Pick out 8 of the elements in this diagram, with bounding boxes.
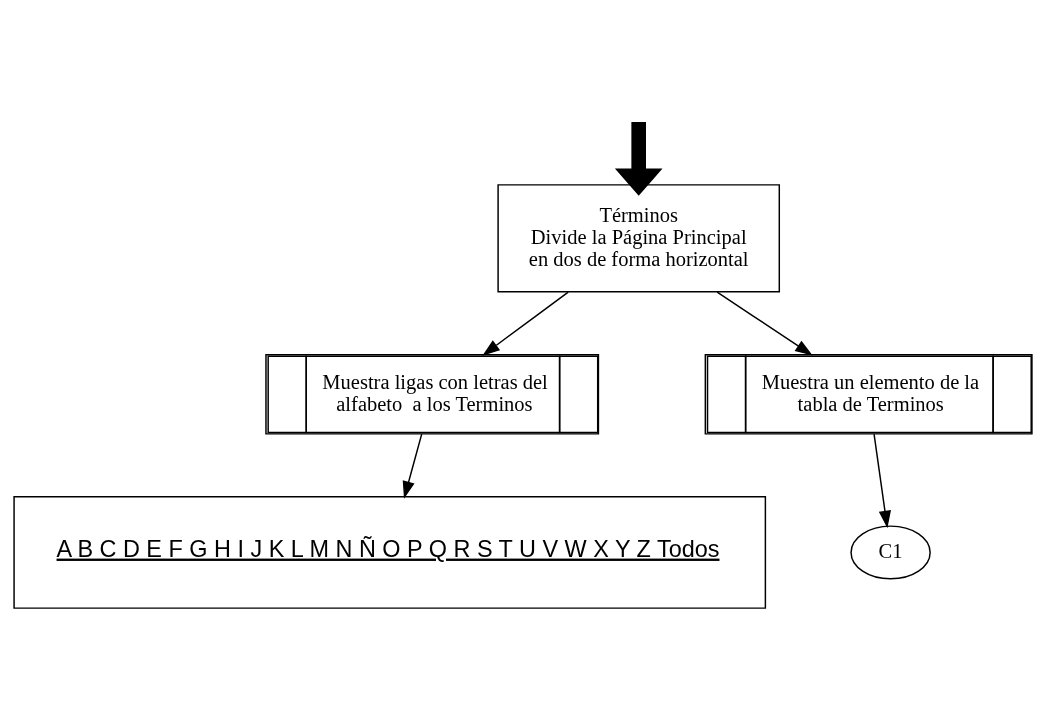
arrow <box>482 290 569 356</box>
arrow <box>402 432 423 499</box>
arrow <box>614 121 663 196</box>
arrow <box>873 432 891 528</box>
node-box: A B C D E F G H I J K L M N Ñ O P Q R S T U V W X Y Z Todos <box>13 495 767 609</box>
arrow <box>716 290 813 356</box>
node-ellipse: C1 <box>850 524 931 580</box>
node-box: Términos Divide la Página Principal en dos de forma horizontal <box>497 183 781 293</box>
